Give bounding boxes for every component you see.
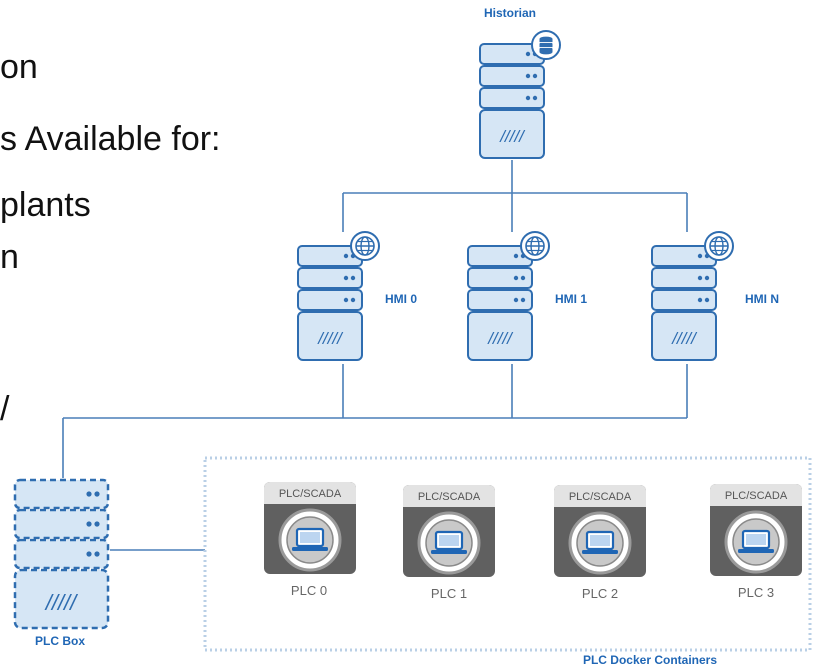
- slide-text-line-2: s Available for:: [0, 120, 221, 158]
- slide-text-line-5: /: [0, 390, 10, 428]
- slide-text-line-4: n: [0, 238, 19, 276]
- plc-1-label: PLC 1: [431, 586, 467, 601]
- historian-label: Historian: [484, 6, 536, 20]
- hmi-1-label: HMI 1: [555, 292, 587, 306]
- plc-1-header: PLC/SCADA: [418, 491, 481, 503]
- plc-0-label: PLC 0: [291, 583, 327, 598]
- svg-text://///: /////: [44, 590, 78, 615]
- historian-server: Historian: [479, 6, 561, 159]
- hmi-0-label: HMI 0: [385, 292, 417, 306]
- plc-3-header: PLC/SCADA: [725, 490, 788, 502]
- connection-lines: [62, 160, 688, 551]
- plc-2-card: PLC/SCADA PLC 2: [552, 483, 648, 601]
- plc-3-card: PLC/SCADA PLC 3: [708, 482, 804, 600]
- plc-box-server: /////: [13, 478, 110, 630]
- plc-docker-containers-label: PLC Docker Containers: [583, 653, 717, 667]
- slide-text-line-3: plants: [0, 186, 91, 224]
- globe-icon: [520, 231, 550, 261]
- hmi-n-server: HMI N: [651, 231, 779, 361]
- plc-3-label: PLC 3: [738, 585, 774, 600]
- globe-icon: [704, 231, 734, 261]
- plc-2-header: PLC/SCADA: [569, 491, 632, 503]
- plc-box-label: PLC Box: [35, 634, 85, 648]
- globe-icon: [350, 231, 380, 261]
- plc-1-card: PLC/SCADA PLC 1: [401, 483, 497, 601]
- plc-0-header: PLC/SCADA: [279, 488, 342, 500]
- plc-2-label: PLC 2: [582, 586, 618, 601]
- slide-text-line-1: on: [0, 48, 38, 86]
- plc-0-card: PLC/SCADA PLC 0: [262, 480, 358, 598]
- database-icon: [531, 30, 561, 60]
- hmi-0-server: HMI 0: [297, 231, 417, 361]
- hmi-1-server: HMI 1: [467, 231, 587, 361]
- plc-docker-containers-group: [203, 456, 812, 652]
- hmi-n-label: HMI N: [745, 292, 779, 306]
